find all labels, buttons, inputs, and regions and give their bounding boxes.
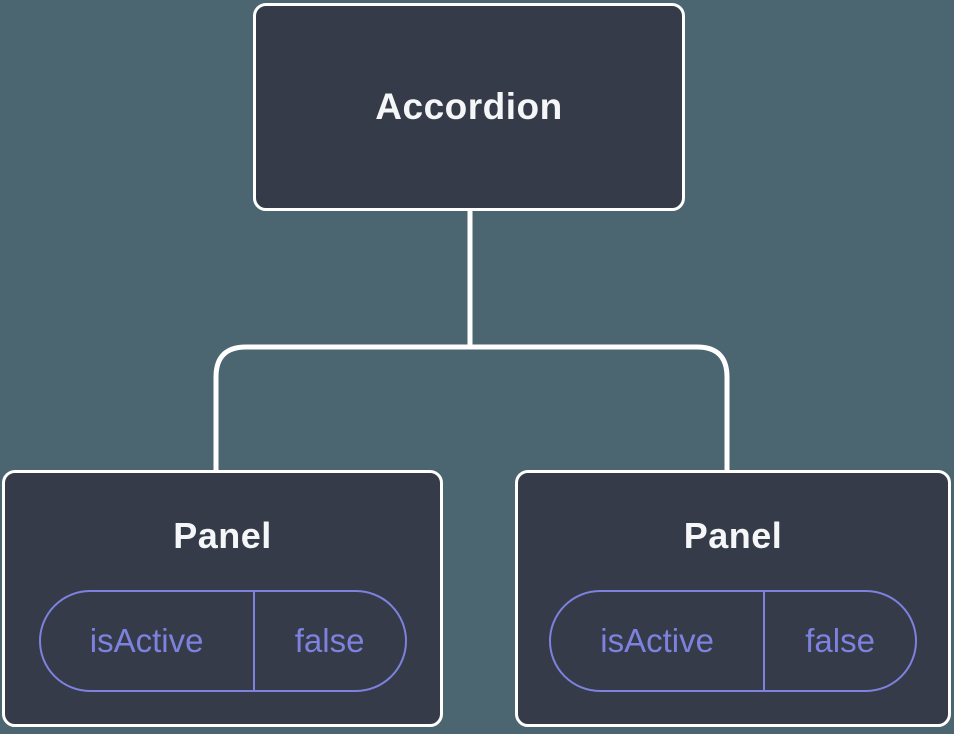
- accordion-node-label: Accordion: [375, 86, 563, 127]
- state-value: false: [252, 592, 405, 690]
- state-pill: isActive false: [549, 590, 917, 692]
- state-key: isActive: [89, 622, 204, 659]
- connector-bracket: [213, 344, 730, 471]
- panel-node-label: Panel: [173, 515, 272, 556]
- panel-node-left: Panel isActive false: [2, 470, 443, 727]
- state-key: isActive: [600, 622, 714, 659]
- panel-node-right: Panel isActive false: [515, 470, 951, 727]
- state-pill: isActive false: [38, 590, 407, 692]
- state-value: false: [763, 592, 915, 690]
- panel-node-label: Panel: [683, 515, 783, 556]
- accordion-node: Accordion: [253, 3, 685, 211]
